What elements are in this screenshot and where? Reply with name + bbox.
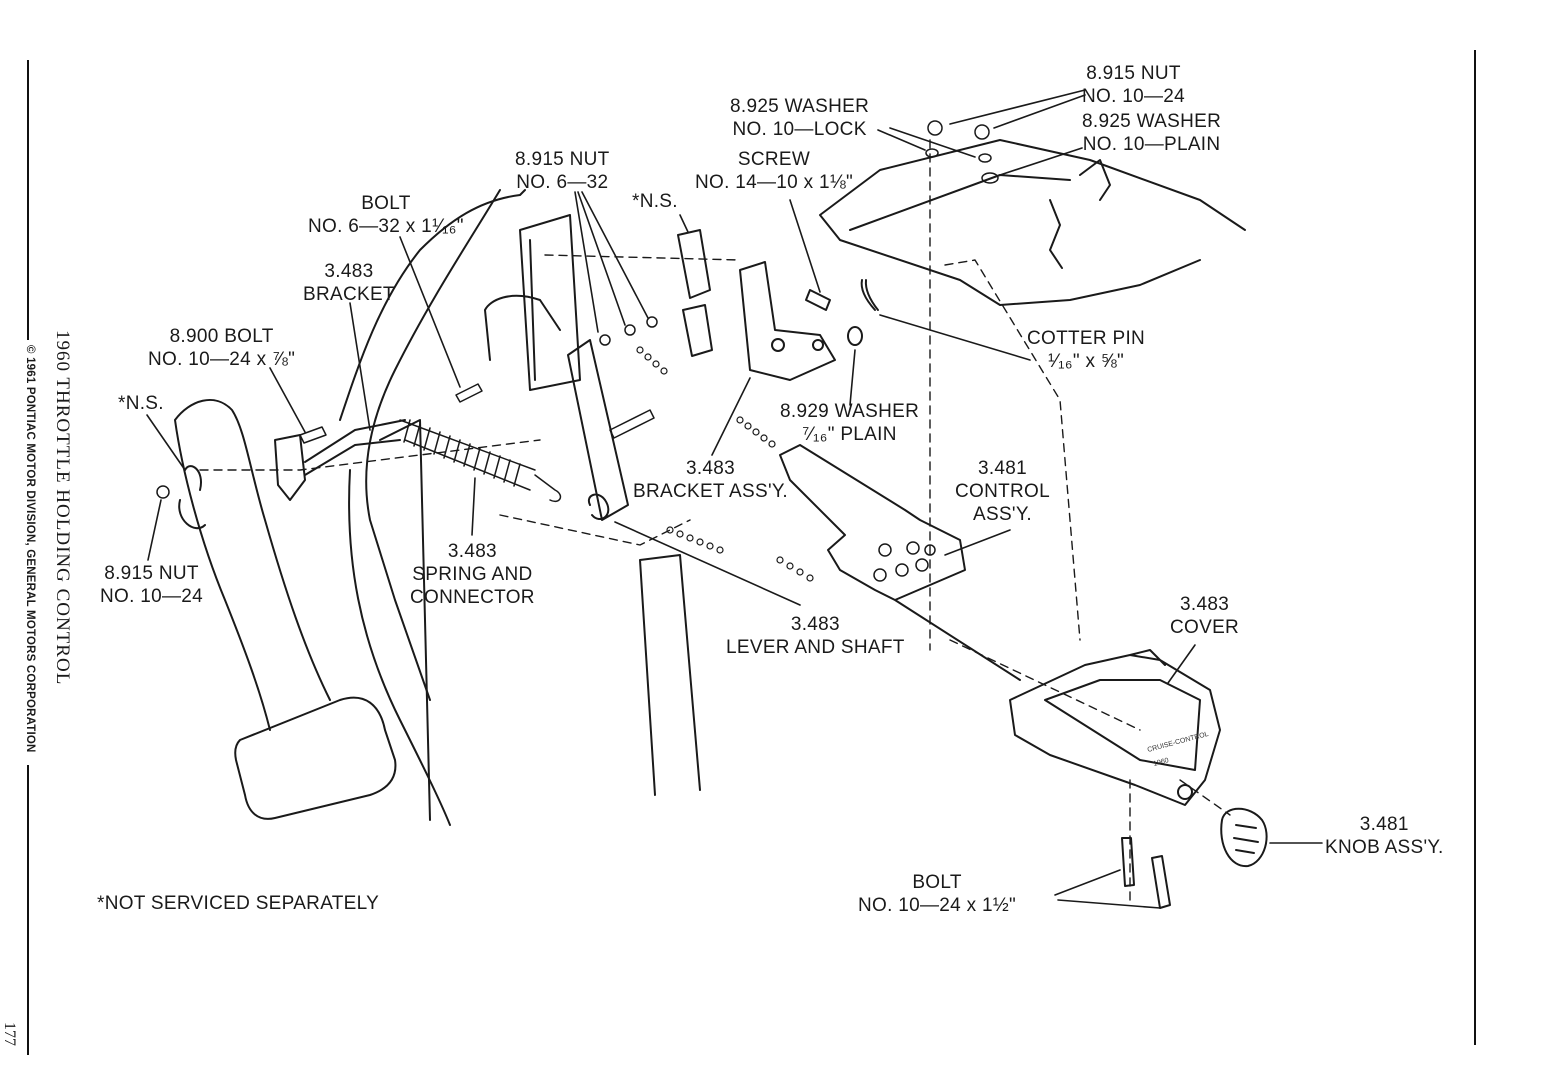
- left-rule-top: [27, 60, 29, 340]
- column-body: [519, 214, 581, 391]
- label-ns-top: *N.S.: [632, 191, 678, 212]
- leader-lines: [146, 89, 1323, 909]
- right-rule: [1474, 50, 1476, 1045]
- ns-link-top: [677, 229, 713, 357]
- floor-outline-2: [365, 189, 501, 701]
- cover-knob-hole: [1177, 784, 1193, 800]
- floor-outline: [339, 189, 526, 826]
- knob-part: [1220, 807, 1268, 868]
- bead-chain: [636, 346, 814, 582]
- lever-part: [567, 339, 629, 521]
- page-number: 177: [1, 1022, 18, 1046]
- control-assy-holes: [873, 541, 936, 582]
- screw-part: [805, 289, 831, 311]
- cover-part: [1009, 649, 1221, 806]
- bracket-part: [274, 419, 406, 501]
- small-hardware: [156, 120, 999, 499]
- upper-panel-ridge: [1049, 159, 1111, 269]
- bracket-assy-part: [739, 261, 836, 381]
- pedal-pad: [234, 696, 397, 820]
- left-clip: [178, 465, 206, 530]
- copyright-notice: © 1961 PONTIAC MOTOR DIVISION, GENERAL M…: [24, 345, 36, 753]
- spring-coil: [399, 419, 562, 502]
- footnote: *NOT SERVICED SEPARATELY: [97, 893, 380, 914]
- washer-7-16: [847, 326, 863, 346]
- cotter-pin-part: [860, 279, 879, 311]
- side-title: 1960 THROTTLE HOLDING CONTROL: [52, 330, 73, 686]
- bottom-bolt-1: [1121, 837, 1135, 887]
- column-pillar: [484, 294, 701, 796]
- cover-plate-year: 1960: [1153, 757, 1170, 768]
- left-rule-bottom: [27, 765, 29, 1055]
- cover-plate-label: CRUISE-CONTROL: [1147, 731, 1210, 754]
- control-assy-part: [779, 444, 1021, 681]
- bottom-bolt-2: [1151, 855, 1171, 909]
- label-ns-left: *N.S.: [118, 393, 164, 414]
